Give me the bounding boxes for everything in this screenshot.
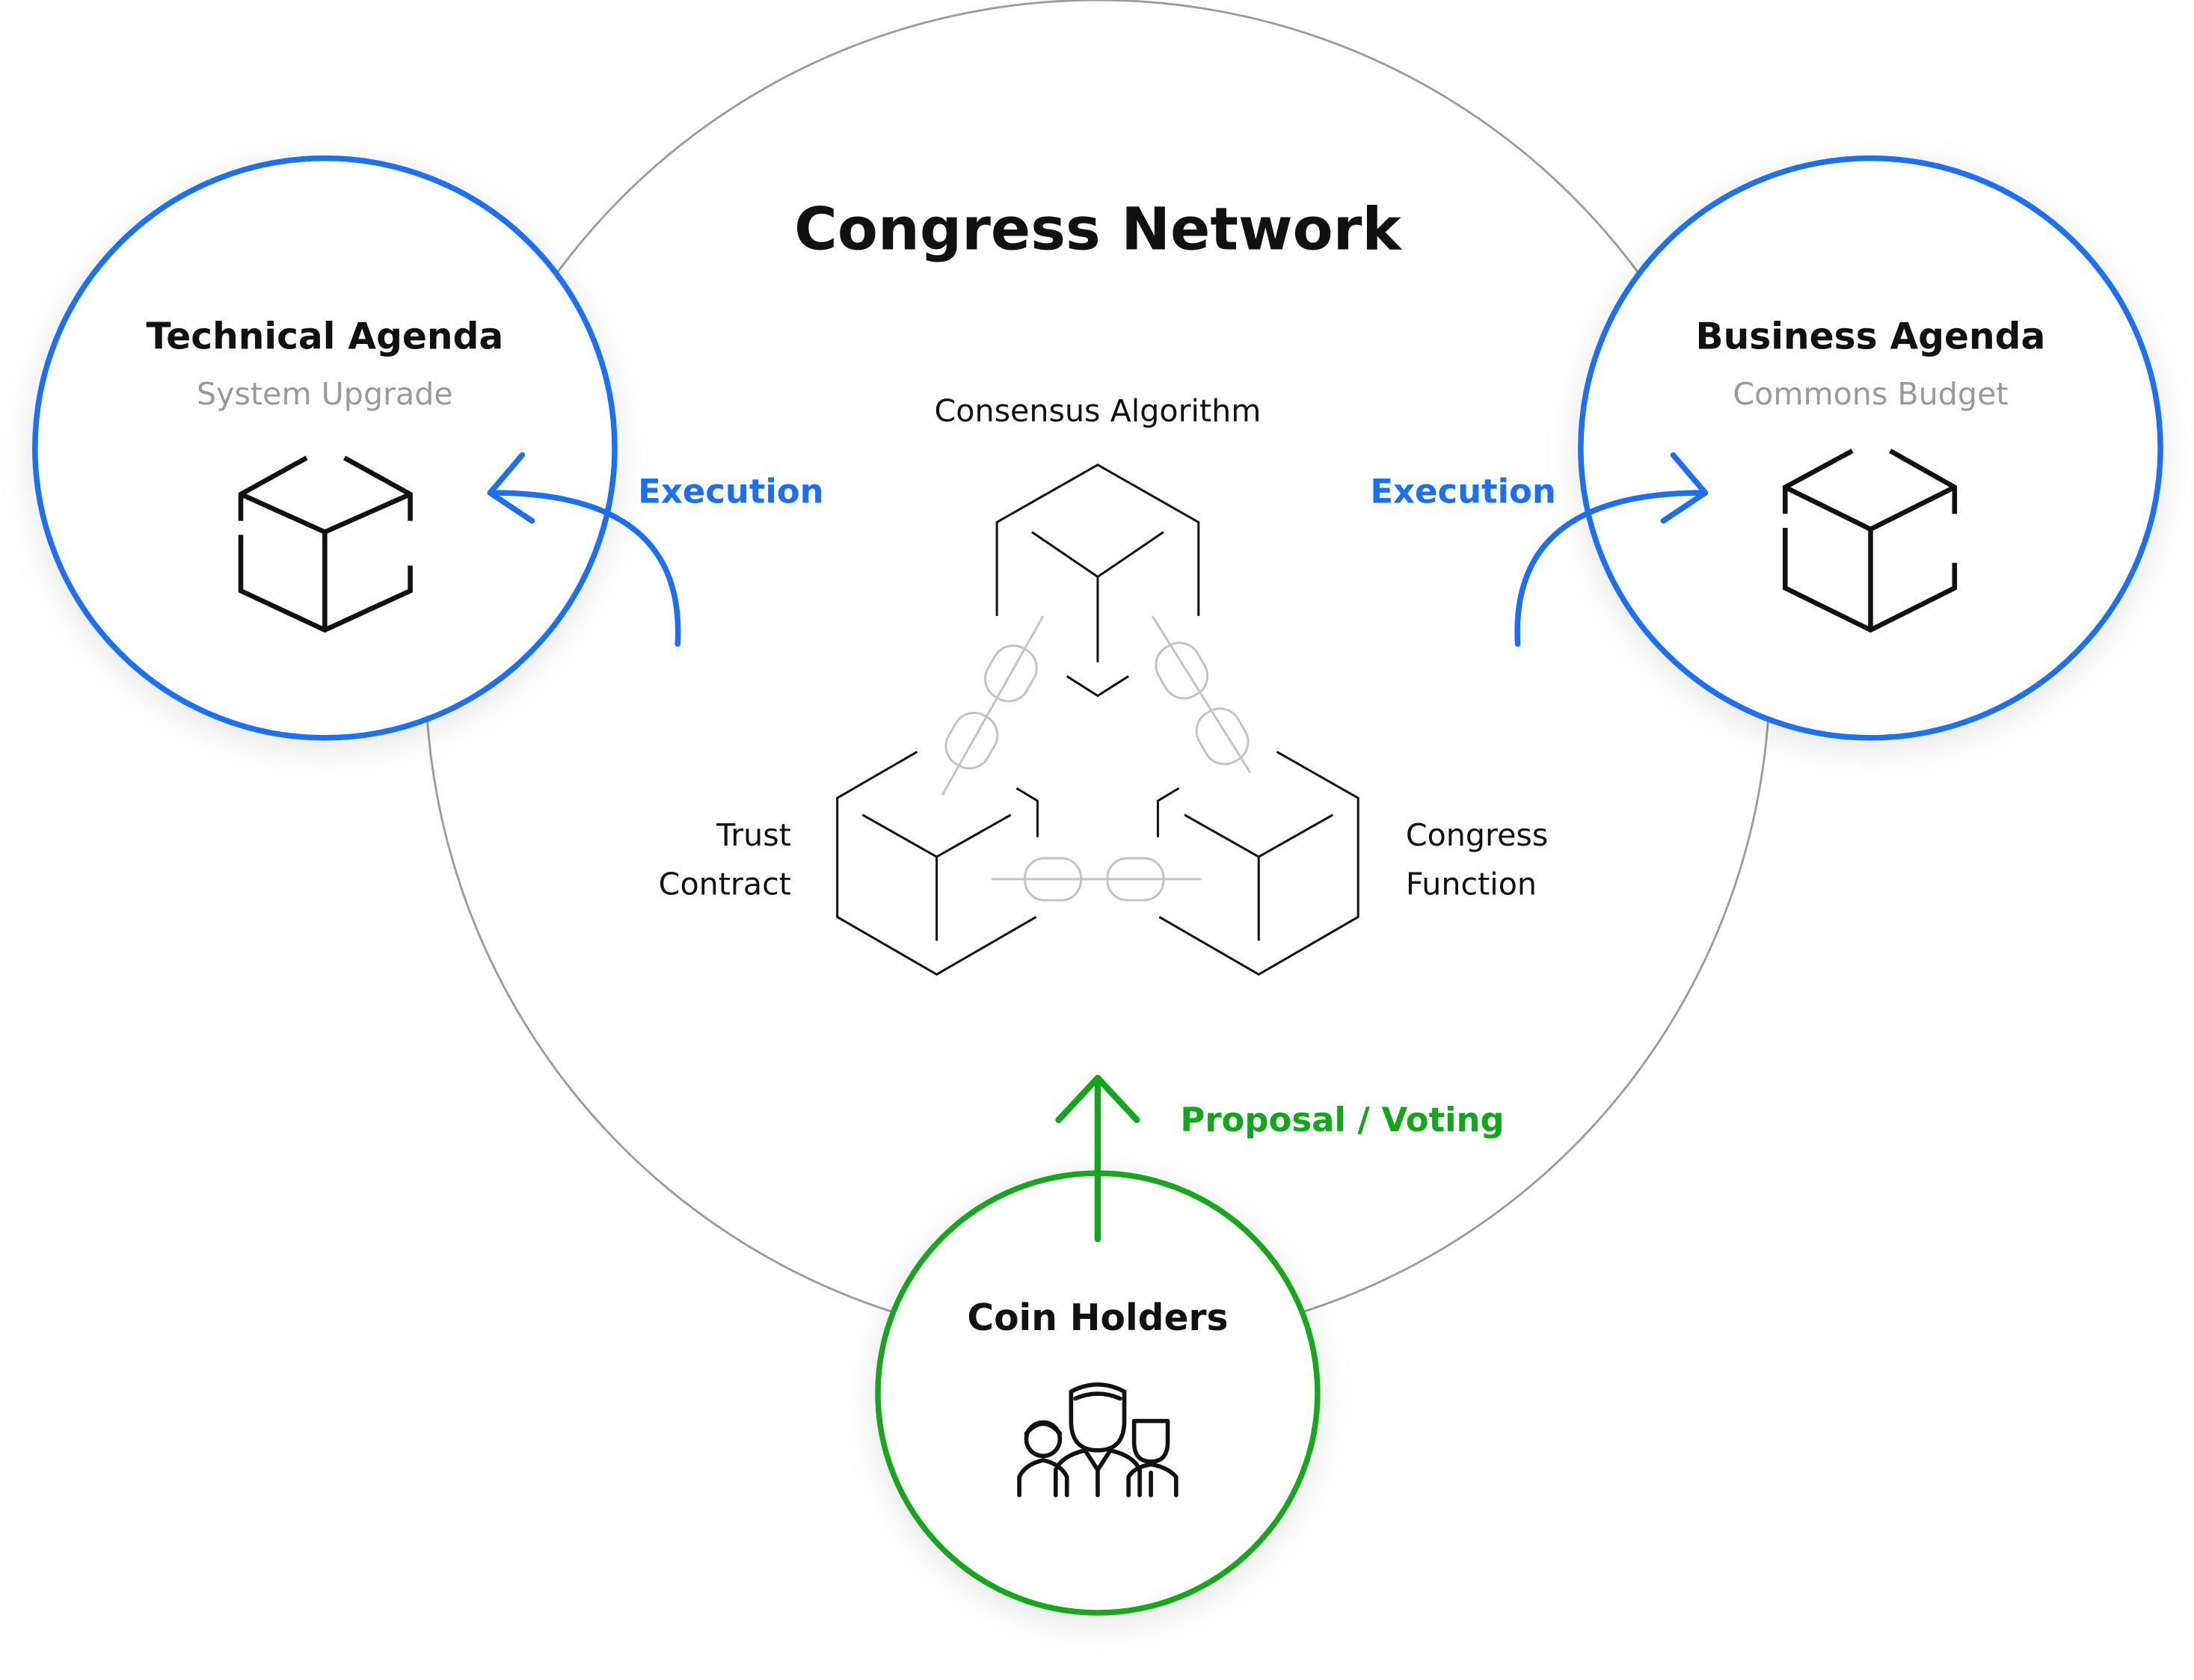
technical-agenda-node: Technical Agenda System Upgrade <box>32 155 618 741</box>
congress-function-label-line1: Congress <box>1406 817 1548 853</box>
chain-links-icon <box>941 615 1252 902</box>
consensus-algorithm-label: Consensus Algorithm <box>935 393 1262 429</box>
block-right-icon <box>1156 751 1359 976</box>
network-title: Congress Network <box>794 194 1402 263</box>
business-agenda-subtitle: Commons Budget <box>1733 376 2008 412</box>
cube-icon <box>238 455 413 633</box>
technical-agenda-title: Technical Agenda <box>147 316 504 357</box>
proposal-voting-arrow <box>1055 1074 1140 1243</box>
technical-execution-arrow <box>487 452 681 647</box>
business-execution-arrow <box>1514 452 1709 647</box>
technical-execution-label: Execution <box>638 471 823 511</box>
congress-function-label-line2: Function <box>1406 867 1537 902</box>
block-left-icon <box>836 751 1039 976</box>
business-agenda-title: Business Agenda <box>1696 316 2046 357</box>
coin-holders-title: Coin Holders <box>967 1297 1228 1339</box>
trust-contract-label-line1: Trust <box>716 817 791 853</box>
technical-agenda-circle <box>32 155 618 741</box>
cube-icon <box>1782 449 1958 633</box>
technical-agenda-subtitle: System Upgrade <box>197 376 453 412</box>
people-group-icon <box>1017 1382 1179 1498</box>
business-agenda-node: Business Agenda Commons Budget <box>1578 155 2163 741</box>
coin-holders-node: Coin Holders <box>875 1170 1321 1616</box>
trust-contract-label-line2: Contract <box>659 867 791 902</box>
business-agenda-circle <box>1578 155 2163 741</box>
linked-blocks-icon <box>836 463 1359 976</box>
business-execution-label: Execution <box>1370 471 1555 511</box>
block-top-icon <box>995 463 1200 698</box>
proposal-voting-label: Proposal / Voting <box>1180 1100 1504 1139</box>
